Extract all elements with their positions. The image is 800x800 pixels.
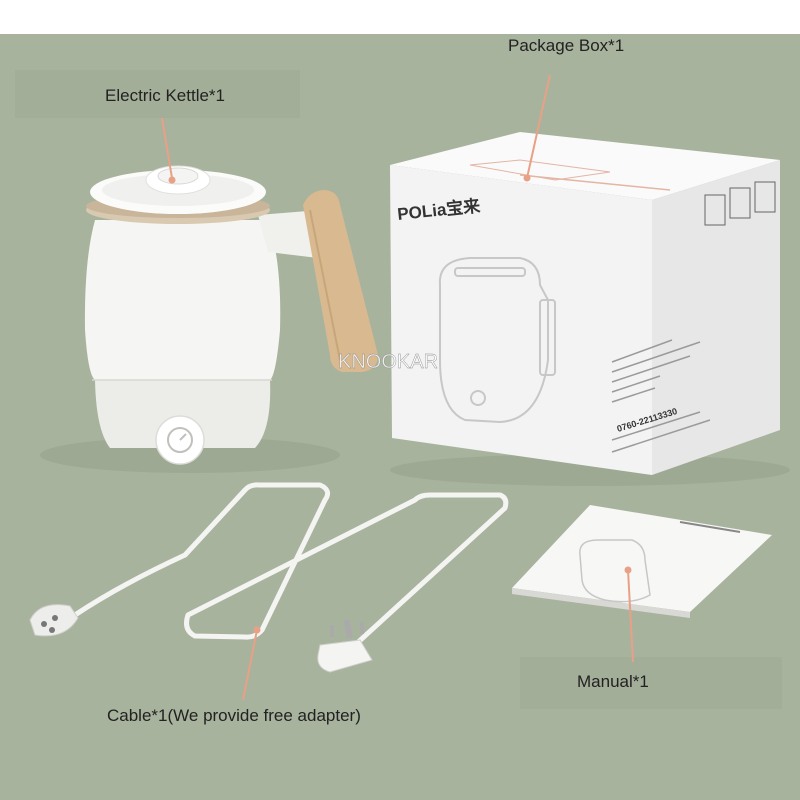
box-pointer-dot bbox=[523, 174, 531, 182]
kettle-pointer bbox=[161, 117, 173, 179]
cable-connector bbox=[29, 604, 79, 637]
box-pointer bbox=[526, 74, 551, 179]
label-electric-kettle: Electric Kettle*1 bbox=[105, 86, 225, 105]
kettle-pointer-dot bbox=[168, 176, 176, 184]
label-package-box: Package Box*1 bbox=[508, 36, 625, 55]
manual-pointer bbox=[627, 569, 634, 663]
box-shadow bbox=[390, 454, 790, 486]
label-cable: Cable*1(We provide free adapter) bbox=[107, 706, 361, 725]
manual-pointer-dot bbox=[624, 566, 632, 574]
watermark: KNOOKAR bbox=[338, 351, 438, 373]
label-manual: Manual*1 bbox=[577, 672, 649, 691]
manual-label-box bbox=[520, 657, 782, 709]
kettle-label-box bbox=[15, 70, 300, 118]
package-box bbox=[390, 132, 780, 475]
cable-pointer-dot bbox=[253, 626, 261, 634]
pointer-lines bbox=[161, 74, 634, 701]
electric-kettle bbox=[84, 165, 378, 465]
manual-booklet bbox=[512, 505, 772, 618]
power-cable bbox=[72, 482, 509, 648]
uk-plug bbox=[317, 619, 373, 673]
cable-pointer bbox=[242, 629, 258, 701]
